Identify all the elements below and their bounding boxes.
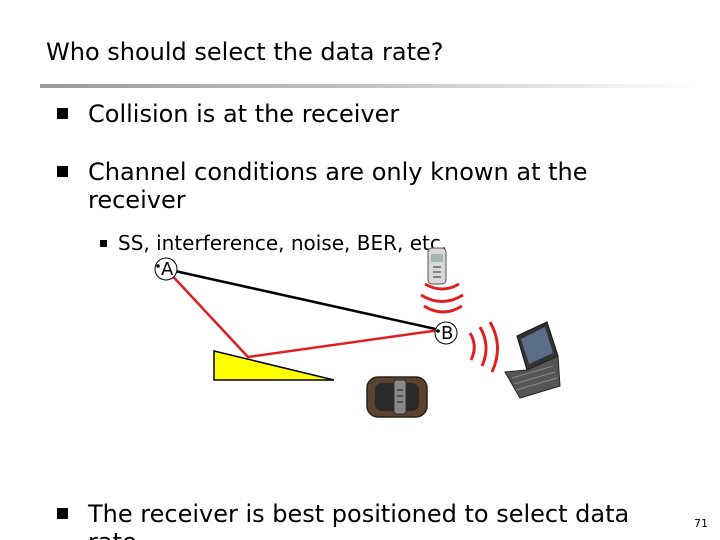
bullet-collision: Collision is at the receiver — [57, 100, 648, 128]
page-number: 71 — [694, 517, 708, 530]
bullet-text: The receiver is best positioned to selec… — [88, 500, 630, 540]
node-b-label: B — [441, 323, 453, 344]
title-divider — [40, 84, 700, 88]
slide-title: Who should select the data rate? — [46, 38, 444, 66]
bullet-channel-conditions: Channel conditions are only known at the… — [57, 158, 648, 214]
receiver-signal-waves — [468, 321, 499, 373]
laptop-icon — [504, 321, 561, 399]
cordless-phone-icon — [366, 376, 428, 418]
bullet-text: Collision is at the receiver — [88, 100, 400, 128]
ramp-shape — [213, 350, 335, 381]
sub-bullet-icon — [100, 240, 107, 247]
link-line — [165, 267, 441, 332]
phone-signal-waves — [420, 282, 464, 314]
node-a-dot — [156, 264, 160, 268]
bullet-text: Channel conditions are only known at the… — [88, 158, 588, 214]
square-bullet-icon — [57, 508, 68, 519]
square-bullet-icon — [57, 166, 68, 177]
sub-bullet-factors: SS, interference, noise, BER, etc. — [100, 231, 448, 255]
square-bullet-icon — [57, 108, 68, 119]
node-a-circle — [154, 257, 178, 281]
node-b-dot — [436, 329, 440, 333]
node-a-label: A — [161, 259, 174, 280]
node-b-circle — [434, 321, 458, 345]
bullet-receiver-best: The receiver is best positioned to selec… — [57, 500, 648, 540]
sub-bullet-text: SS, interference, noise, BER, etc. — [118, 231, 448, 255]
reflected-path — [165, 268, 441, 359]
cell-phone-icon — [427, 247, 447, 285]
